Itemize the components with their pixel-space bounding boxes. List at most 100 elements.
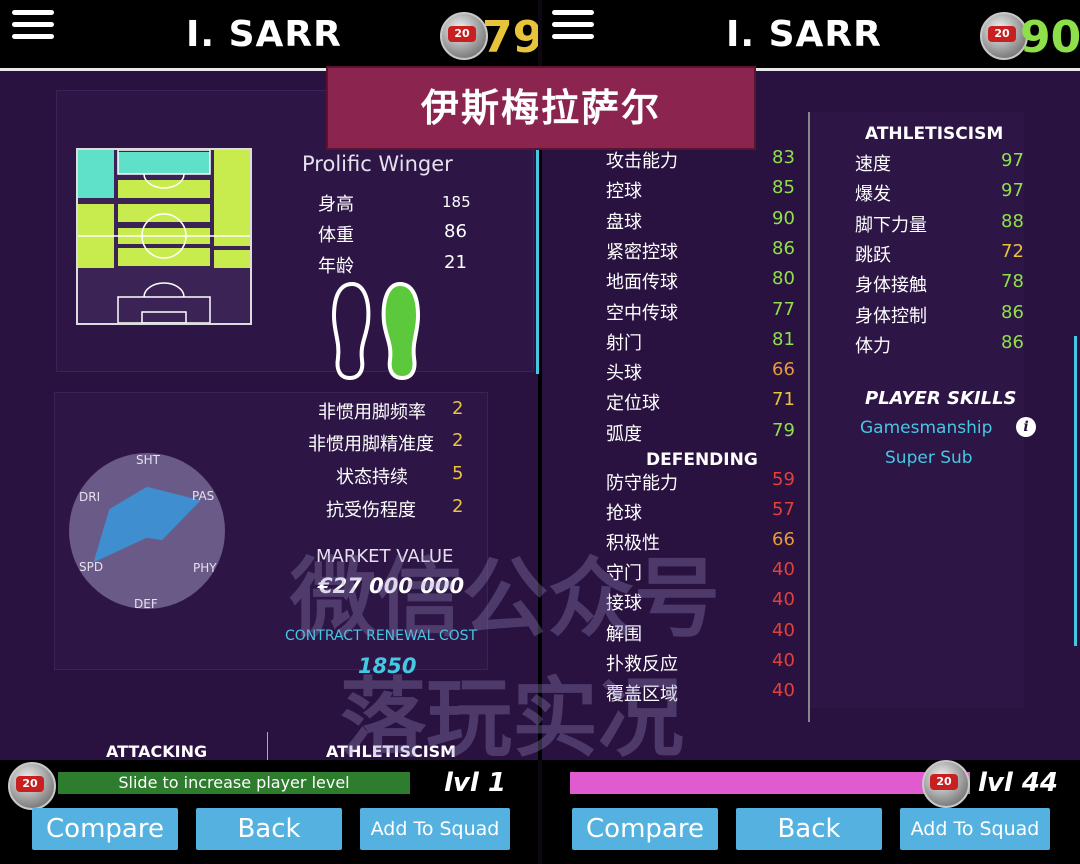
info-icon[interactable]: i (1016, 417, 1036, 437)
badge-icon: 20 (980, 12, 1028, 60)
stat-label: 攻击能力 (606, 151, 678, 172)
bio-value: 185 (442, 193, 471, 211)
zone-rm (214, 250, 250, 268)
slider-handle[interactable]: 20 (922, 760, 970, 808)
stat-label: 定位球 (606, 393, 660, 415)
stat-label: 头球 (606, 363, 642, 385)
level-slider[interactable] (570, 772, 970, 794)
stat-label: 紧密控球 (606, 241, 678, 263)
stat-value: 72 (1001, 240, 1024, 262)
radar-label-phy: PHY (193, 561, 217, 575)
radar-chart (69, 453, 225, 609)
zone-cdm (118, 248, 210, 266)
stat-label: 弧度 (606, 423, 642, 445)
back-button[interactable]: Back (196, 808, 342, 850)
stat-value: 40 (772, 619, 795, 641)
player-name: I. SARR (186, 14, 342, 55)
banner-text: 伊斯梅拉萨尔 (420, 86, 661, 130)
radar-label-dri: DRI (79, 490, 101, 504)
stat-value: 86 (772, 237, 795, 259)
stat-label: 身体接触 (855, 275, 927, 297)
foot-stat-label: 非惯用脚频率 (318, 402, 426, 423)
stat-value: 81 (772, 328, 795, 350)
stat-value: 59 (772, 469, 795, 490)
badge-icon: 20 (440, 12, 488, 60)
athleticism-box (808, 112, 1024, 708)
left-foot-icon (331, 281, 371, 380)
bio-label: 身高 (318, 194, 354, 215)
left-top-bar: I. SARR 20 79 (0, 0, 538, 71)
defending-title: DEFENDING (646, 450, 758, 470)
divider-line (538, 72, 542, 760)
pitch-lines (78, 150, 250, 323)
radar-label-spd: SPD (79, 560, 104, 574)
watermark-line-2: 落玩实况 (340, 669, 684, 769)
market-value: €27 000 000 (318, 574, 465, 598)
stat-label: 解围 (606, 623, 642, 645)
stat-value: 66 (772, 529, 795, 551)
menu-icon[interactable] (552, 10, 594, 42)
level-slider[interactable]: Slide to increase player level (58, 772, 410, 794)
stat-label: 控球 (606, 181, 642, 203)
zone-st (118, 152, 210, 174)
feet-icon (331, 281, 421, 380)
tab-attacking[interactable]: ATTACKING (106, 742, 208, 761)
skill-item: Super Sub (885, 448, 973, 468)
foot-stat-label: 抗受伤程度 (326, 500, 416, 521)
bio-value: 86 (444, 221, 467, 242)
stat-label: 接球 (606, 593, 642, 615)
stat-value: 77 (772, 298, 795, 320)
stat-value: 97 (1001, 150, 1024, 171)
radar-shape (93, 486, 201, 563)
add-to-squad-button[interactable]: Add To Squad (360, 808, 510, 850)
radar-label-pas: PAS (192, 489, 215, 503)
bio-label: 年龄 (318, 256, 354, 277)
tab-athleticism[interactable]: ATHLETISCISM (326, 742, 457, 761)
foot-stat-value: 2 (452, 430, 464, 451)
stat-value: 80 (772, 268, 795, 290)
back-button[interactable]: Back (736, 808, 882, 850)
stat-value: 78 (1001, 271, 1024, 293)
zone-lw (78, 150, 114, 198)
stat-value: 40 (772, 589, 795, 611)
overall-rating: 90 (1020, 12, 1080, 63)
zone-rw (214, 150, 250, 246)
stat-label: 防守能力 (606, 473, 678, 494)
overall-rating: 79 (482, 12, 538, 63)
stat-label: 爆发 (855, 184, 891, 206)
stat-label: 扑救反应 (606, 653, 678, 675)
compare-button[interactable]: Compare (572, 808, 718, 850)
level-label: lvl 1 (444, 768, 506, 798)
stat-value: 71 (772, 389, 795, 411)
menu-icon[interactable] (12, 10, 54, 42)
stat-value: 40 (772, 649, 795, 671)
stat-label: 脚下力量 (855, 214, 927, 236)
compare-button[interactable]: Compare (32, 808, 178, 850)
name-banner: 伊斯梅拉萨尔 (326, 66, 756, 150)
zone-cam (118, 180, 210, 198)
foot-stat-value: 5 (452, 463, 464, 484)
skills-title: PLAYER SKILLS (865, 388, 1017, 409)
contract-label: CONTRACT RENEWAL COST (285, 628, 478, 644)
stat-value: 86 (1001, 331, 1024, 353)
tab-divider (267, 732, 268, 762)
foot-stat-value: 2 (452, 496, 464, 517)
stat-value: 57 (772, 499, 795, 521)
stat-value: 40 (772, 679, 795, 701)
stat-value: 88 (1001, 210, 1024, 232)
stat-value: 79 (772, 419, 795, 441)
right-foot-icon (381, 281, 421, 380)
athleticism-title: ATHLETISCISM (865, 124, 1004, 144)
add-to-squad-button[interactable]: Add To Squad (900, 808, 1050, 850)
stat-value: 90 (772, 207, 795, 229)
watermark-line-1: 微信公众号 (290, 549, 720, 649)
slider-text: Slide to increase player level (118, 773, 350, 792)
stat-label: 空中传球 (606, 302, 678, 324)
stat-label: 身体控制 (855, 305, 927, 327)
radar-label-sht: SHT (136, 453, 160, 467)
zone-cm-top (118, 204, 210, 222)
stat-label: 积极性 (606, 533, 660, 555)
right-top-bar: I. SARR 20 90 (542, 0, 1080, 71)
foot-stat-label: 状态持续 (336, 467, 408, 488)
stat-value: 66 (772, 359, 795, 381)
